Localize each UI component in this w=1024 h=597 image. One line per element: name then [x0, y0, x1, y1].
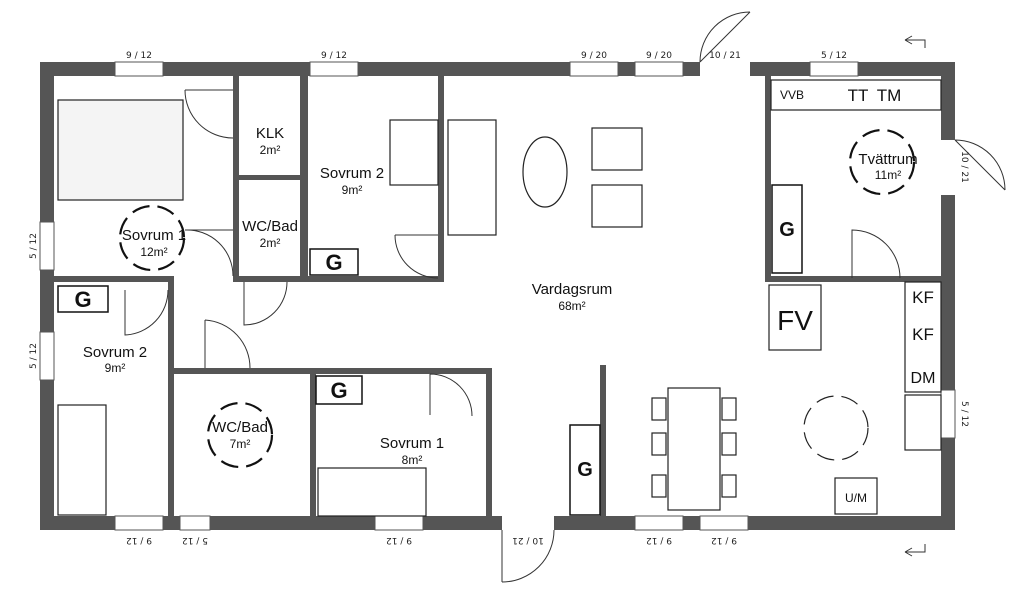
dim-top-2: 9 / 12: [321, 51, 347, 61]
dim-top-6: 5 / 12: [821, 51, 847, 61]
dim-bottom-5: 9 / 12: [646, 535, 672, 545]
fridge-fv: [768, 284, 822, 351]
furniture: [57, 79, 942, 517]
bed-main: [57, 99, 184, 201]
room-area-wc-bad-bottom: 7m²: [230, 437, 251, 451]
dim-bottom-3: 9 / 12: [386, 535, 412, 545]
sink: [904, 394, 942, 451]
g-box-2: [309, 248, 359, 276]
dim-left-1: 5 / 12: [29, 233, 39, 259]
kitchen-counter: [904, 281, 942, 393]
fv-label: FV: [777, 305, 813, 336]
g-box-4: [569, 424, 601, 516]
room-name-vardagsrum: Vardagsrum: [532, 281, 613, 298]
dining-table: [667, 387, 721, 511]
dim-bottom-4: 10 / 21: [512, 535, 544, 545]
room-name-sovrum1-top: Sovrum 1: [122, 227, 186, 244]
g-box-5: [771, 184, 803, 274]
room-labels: Sovrum 1 12m² KLK 2m² WC/Bad 2m² Sovrum …: [83, 125, 918, 467]
kf-label-2: KF: [912, 325, 934, 344]
interior-walls: [54, 76, 941, 516]
interior-doors: [124, 89, 901, 417]
bed-sovrum2-top: [389, 119, 439, 186]
fixture-labels: G G G G G FV VVB TT TM KF KF DM U/M: [57, 86, 936, 516]
tt-label: TT: [848, 86, 869, 105]
g-label-5: G: [779, 219, 795, 241]
sofa: [447, 119, 497, 236]
tm-label: TM: [877, 86, 902, 105]
room-name-sovrum2-left: Sovrum 2: [83, 344, 147, 361]
dim-top-1: 9 / 12: [126, 51, 152, 61]
armchair-1: [591, 127, 643, 171]
turning-circles: [118, 128, 916, 469]
g-label-3: G: [330, 378, 347, 403]
room-area-wc-bad-top: 2m²: [260, 236, 281, 250]
dimension-labels: 9 / 12 9 / 12 9 / 20 9 / 20 10 / 21 5 / …: [29, 51, 969, 545]
kf-label-1: KF: [912, 288, 934, 307]
dim-bottom-2: 5 / 12: [182, 535, 208, 545]
dim-bottom-1: 9 / 12: [126, 535, 152, 545]
room-area-sovrum2-top: 9m²: [342, 183, 363, 197]
dim-right-1: 10 / 21: [959, 151, 969, 183]
windows: [39, 61, 956, 531]
um-label: U/M: [845, 491, 867, 505]
dim-top-5: 10 / 21: [709, 51, 741, 61]
section-arrows: [904, 35, 926, 557]
room-area-sovrum2-left: 9m²: [105, 361, 126, 375]
dim-top-4: 9 / 20: [646, 51, 672, 61]
room-name-wc-bad-bottom: WC/Bad: [212, 419, 268, 436]
outer-doors: [501, 11, 1006, 583]
vvb-label: VVB: [780, 88, 804, 102]
coffee-table: [522, 136, 568, 208]
room-area-sovrum1-top: 12m²: [140, 245, 167, 259]
dm-label: DM: [911, 370, 936, 387]
room-name-wc-bad-top: WC/Bad: [242, 218, 298, 235]
room-area-sovrum1-bottom: 8m²: [402, 453, 423, 467]
room-area-vardagsrum: 68m²: [558, 299, 585, 313]
dining-chairs: [651, 397, 737, 498]
room-name-sovrum1-bottom: Sovrum 1: [380, 435, 444, 452]
g-box-1: [57, 285, 109, 313]
room-name-tvattrum: Tvättrum: [858, 151, 917, 168]
armchair-2: [591, 184, 643, 228]
um-unit: [834, 477, 878, 515]
g-box-3: [315, 375, 363, 405]
bed-sovrum1-bottom: [317, 467, 427, 517]
round-table: [803, 395, 869, 461]
room-area-tvattrum: 11m²: [875, 168, 901, 182]
dim-bottom-6: 9 / 12: [711, 535, 737, 545]
bed-sovrum2-left: [57, 404, 107, 516]
room-area-klk: 2m²: [260, 143, 281, 157]
room-name-klk: KLK: [256, 125, 284, 142]
g-label-2: G: [325, 250, 342, 275]
washer-counter: [770, 79, 942, 111]
room-name-sovrum2-top: Sovrum 2: [320, 165, 384, 182]
dim-right-2: 5 / 12: [959, 401, 969, 427]
dim-top-3: 9 / 20: [581, 51, 607, 61]
dim-left-2: 5 / 12: [29, 343, 39, 369]
g-label-1: G: [74, 287, 91, 312]
g-label-4: G: [577, 459, 593, 481]
